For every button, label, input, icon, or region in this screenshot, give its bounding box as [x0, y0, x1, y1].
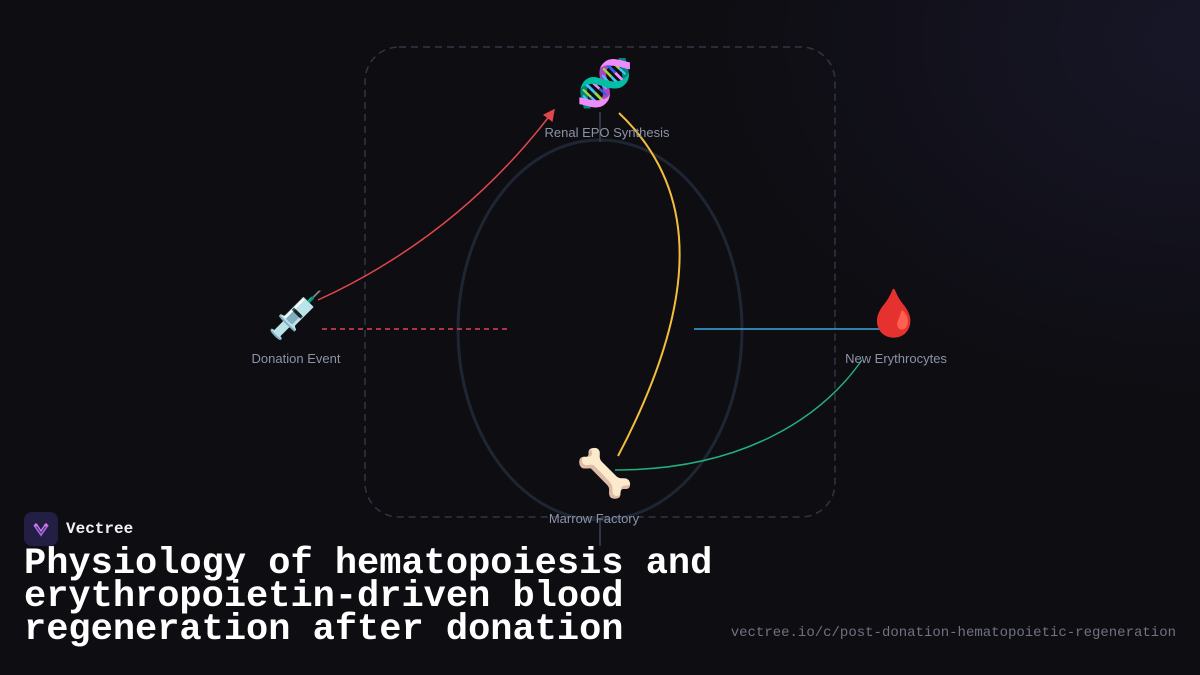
node-label-donation: Donation Event — [251, 351, 341, 366]
node-label-epo: Renal EPO Synthesis — [544, 125, 670, 140]
syringe-icon: 💉 — [267, 288, 325, 342]
dashed-frame — [364, 46, 836, 518]
epo-to-marrow-curve — [617, 112, 681, 457]
source-url[interactable]: vectree.io/c/post-donation-hematopoietic… — [730, 625, 1176, 641]
page-title: Physiology of hematopoiesis and erythrop… — [24, 543, 713, 651]
blood-drop-icon: 🩸 — [865, 286, 923, 340]
brand: Vectree — [24, 512, 133, 546]
bone-icon: 🦴 — [576, 446, 634, 500]
node-label-marrow: Marrow Factory — [548, 511, 640, 526]
vectree-logo-icon — [24, 512, 58, 546]
donation-to-epo-arrow — [317, 108, 555, 301]
dna-icon: 🧬 — [576, 56, 634, 110]
node-label-erythrocytes: New Erythrocytes — [845, 351, 947, 366]
marrow-to-erythrocytes-curve — [614, 359, 863, 471]
brand-name: Vectree — [66, 520, 134, 538]
